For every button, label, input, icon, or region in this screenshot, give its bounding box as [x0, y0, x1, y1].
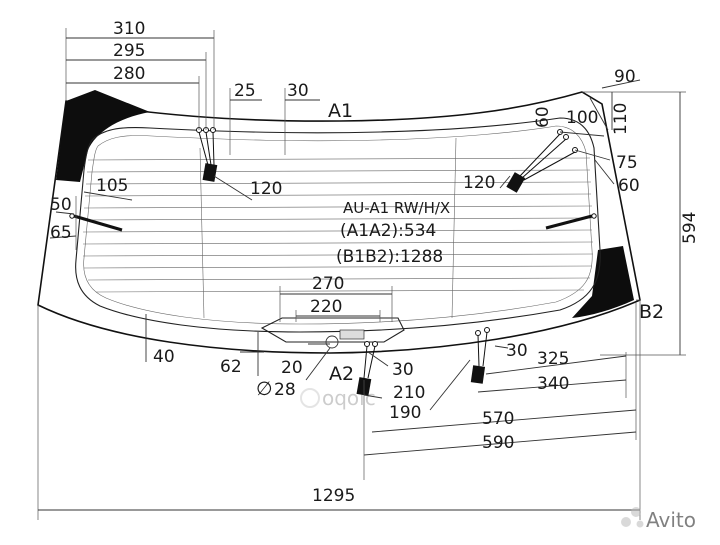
dim-295: 295: [113, 41, 145, 61]
dim-110: 110: [611, 103, 631, 135]
dim-325: 325: [537, 349, 569, 369]
dim-340: 340: [537, 374, 569, 394]
dim-590: 590: [482, 433, 514, 453]
glass-inner-edge-2: [83, 125, 593, 325]
dim-50: 50: [50, 195, 72, 215]
dim-30-right: 30: [506, 341, 528, 361]
wiper-stub-left: [73, 214, 123, 232]
dim-62: 62: [220, 357, 242, 377]
part-a1a2: (A1A2):534: [340, 221, 436, 241]
dim-30-mid: 30: [392, 360, 414, 380]
hole-28-circle: [325, 335, 339, 349]
point-a2: A2: [329, 363, 354, 385]
watermark: oqoic: [300, 386, 376, 410]
dimension-labels: 310 295 280 25 30 A1 90 60 110 100 75 60…: [50, 19, 700, 506]
dim-60-right: 60: [618, 176, 640, 196]
connector-top-right: [506, 129, 578, 193]
dim-75: 75: [616, 153, 638, 173]
point-b2: B2: [639, 301, 664, 323]
heater-grid: [82, 137, 594, 319]
glass-outline: [37, 90, 641, 354]
dim-20: 20: [281, 358, 303, 378]
dim-190: 190: [389, 403, 421, 423]
dim-105: 105: [96, 176, 128, 196]
diameter-symbol: ∅: [256, 378, 273, 400]
dim-310: 310: [113, 19, 145, 39]
frit-right: [572, 246, 634, 318]
dim-594: 594: [680, 212, 700, 244]
wiper-stub-right-pin: [591, 213, 597, 219]
dim-210: 210: [393, 383, 425, 403]
connector-bottom-right: [470, 327, 490, 384]
watermark-left: oqoic: [300, 386, 376, 410]
lower-bracket: [260, 317, 405, 343]
connector-top-left: [196, 127, 218, 182]
point-a1: A1: [328, 100, 353, 122]
dim-1295: 1295: [312, 486, 355, 506]
dim-60-top-right: 60: [533, 106, 553, 128]
dim-40: 40: [153, 347, 175, 367]
dim-90: 90: [614, 67, 636, 87]
dim-120-right: 120: [463, 173, 495, 193]
dim-65: 65: [50, 223, 72, 243]
dim-25: 25: [234, 81, 256, 101]
watermark-left-text: oqoic: [322, 386, 376, 410]
avito-watermark: Avito: [621, 507, 696, 532]
dim-100: 100: [566, 108, 598, 128]
frit-top-left: [56, 90, 150, 182]
dim-280: 280: [113, 64, 145, 84]
dim-120-left: 120: [250, 179, 282, 199]
part-b1b2: (B1B2):1288: [336, 247, 443, 267]
glass-inner-edge: [75, 117, 601, 333]
dim-30-top: 30: [287, 81, 309, 101]
dim-270: 270: [312, 274, 344, 294]
dim-220: 220: [310, 297, 342, 317]
dimension-lines: [37, 28, 686, 520]
vin-plate: [339, 329, 365, 340]
wiper-stub-right: [545, 214, 593, 230]
avito-logo-text: Avito: [646, 508, 696, 532]
dim-28: 28: [274, 380, 296, 400]
dim-570: 570: [482, 409, 514, 429]
part-code: AU-A1 RW/H/X: [343, 199, 450, 217]
